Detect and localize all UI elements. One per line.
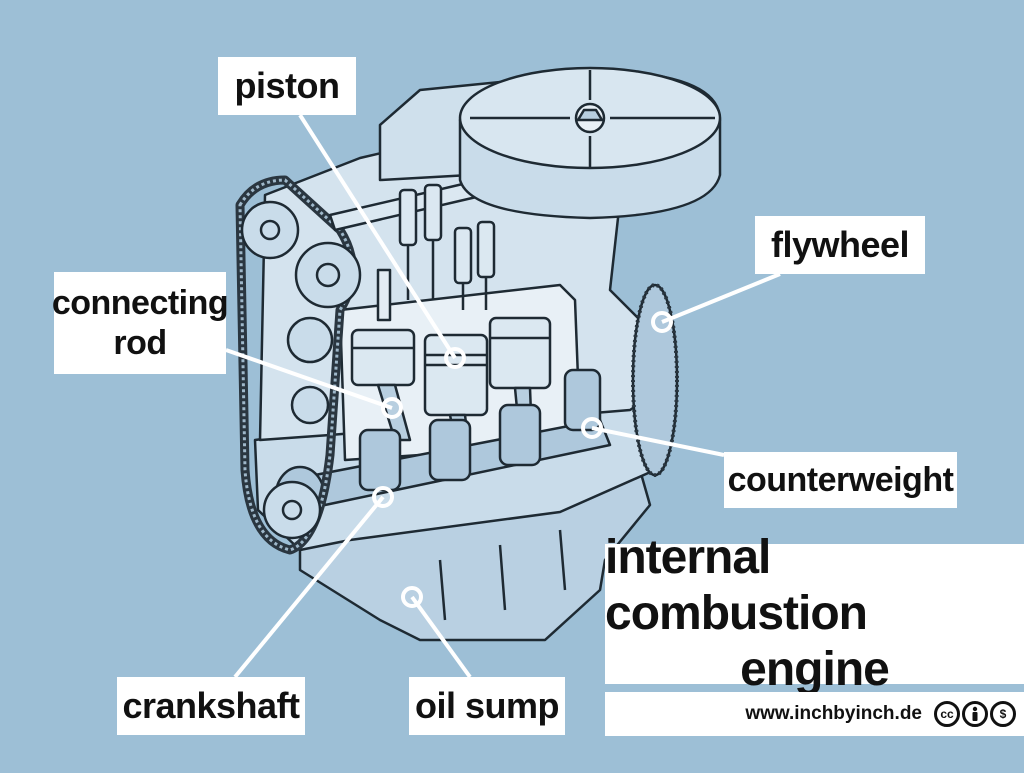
attribution-icon — [962, 701, 988, 727]
flywheel-shape — [631, 283, 679, 477]
leader-markers — [372, 311, 673, 608]
noncommercial-icon: $ — [990, 701, 1016, 727]
label-oil-sump-text: oil sump — [414, 685, 560, 726]
label-connecting-rod-line1: connecting — [51, 284, 229, 322]
label-connecting-rod-line2: rod — [113, 324, 167, 362]
cc-icon: cc — [934, 701, 960, 727]
title-line2: engine — [740, 643, 890, 696]
spark-plug — [376, 268, 392, 322]
label-piston: piston — [218, 57, 356, 115]
label-crankshaft-text: crankshaft — [122, 685, 300, 726]
label-connecting-rod: connecting rod — [51, 272, 229, 374]
pulleys — [240, 200, 362, 540]
website-link[interactable]: www.inchbyinch.de — [745, 703, 922, 724]
label-piston-text: piston — [234, 65, 340, 106]
air-filter-shape — [458, 66, 722, 220]
label-flywheel-text: flywheel — [770, 224, 910, 265]
label-counterweight: counterweight — [724, 452, 957, 508]
leader-lines — [225, 113, 781, 679]
label-oil-sump: oil sump — [409, 677, 565, 735]
license-icons: cc $ — [934, 701, 1016, 727]
footer: www.inchbyinch.de cc $ — [605, 692, 1024, 736]
label-counterweight-text: counterweight — [727, 460, 954, 499]
camshaft-valves — [328, 178, 496, 310]
engine-drawing — [235, 66, 722, 642]
title-line1: internal combustion — [605, 531, 868, 640]
crankshaft-shape — [274, 368, 612, 525]
diagram-title: internal combustion engine — [605, 531, 1024, 696]
label-crankshaft: crankshaft — [117, 677, 305, 735]
label-flywheel: flywheel — [755, 216, 925, 274]
